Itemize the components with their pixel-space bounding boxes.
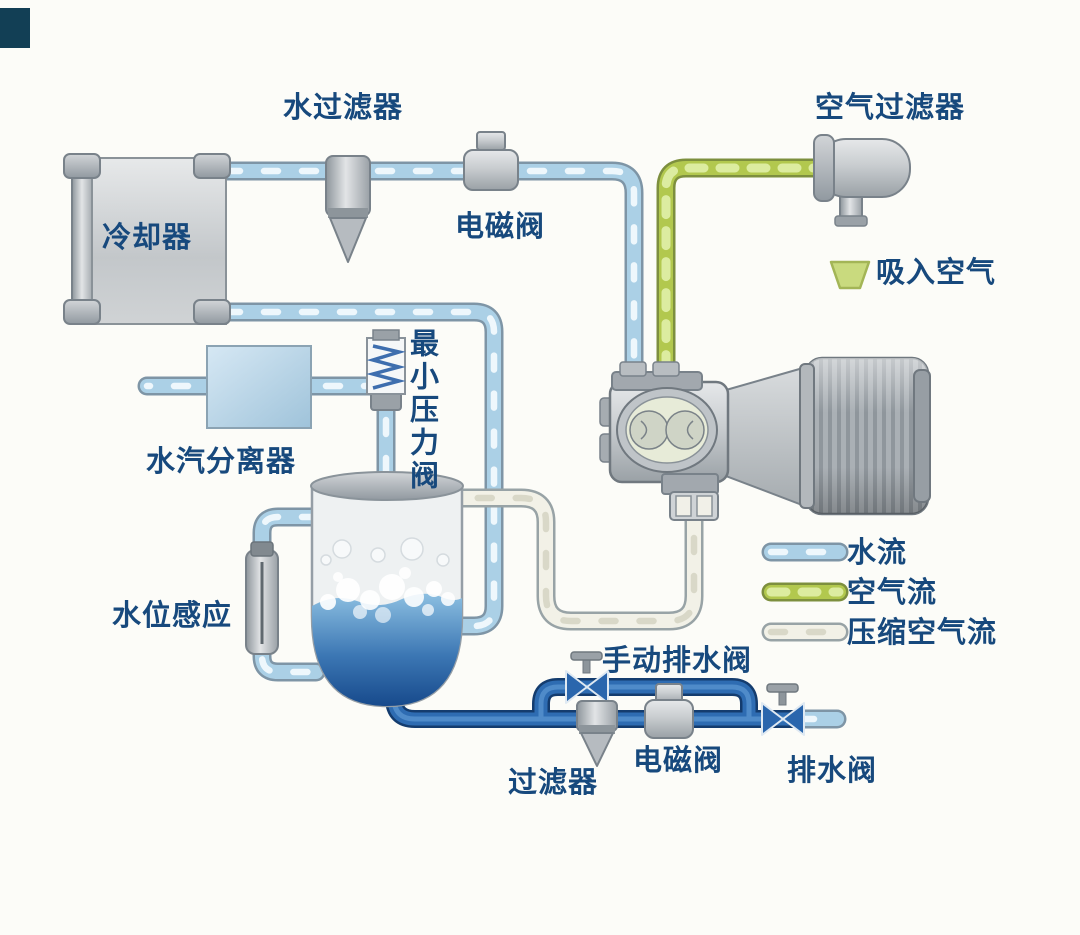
airend (599, 361, 730, 484)
legend-swatches (771, 552, 839, 632)
tank-bubbles (320, 537, 455, 623)
legend-label-compressed-air-flow: 压缩空气流 (847, 617, 998, 649)
compressor-unit (599, 356, 931, 521)
label-manual-drain-valve: 手动排水阀 (602, 645, 753, 677)
label-intake-air: 吸入空气 (876, 257, 997, 289)
label-drain-filter: 过滤器 (508, 767, 599, 799)
air-filter (813, 134, 911, 227)
separator-tank (310, 471, 464, 708)
legend-label-air-flow: 空气流 (847, 577, 938, 609)
label-min-pressure-valve: 最小压力阀 (405, 328, 438, 493)
screw-rotors (629, 410, 705, 450)
water-level-sensor (245, 541, 279, 655)
legend-label-water-flow: 水流 (847, 537, 908, 569)
label-cooler: 冷却器 (102, 222, 193, 254)
cooler (63, 153, 231, 325)
compressor-cone (725, 364, 811, 510)
solenoid-valve-top (463, 131, 519, 191)
drain-valve (761, 683, 805, 736)
solenoid-valve-bottom (644, 683, 694, 739)
min-pressure-valve (366, 329, 406, 411)
manual-drain-valve (565, 651, 609, 704)
corner-logo-mark (0, 8, 30, 48)
drain-filter (576, 700, 618, 767)
label-solenoid-valve-top: 电磁阀 (455, 211, 546, 243)
discharge-fitting (661, 473, 719, 521)
label-water-filter: 水过滤器 (283, 92, 404, 124)
label-drain-valve: 排水阀 (787, 755, 878, 787)
intake-air-icon (829, 260, 871, 290)
motor (799, 356, 931, 516)
water-vapor-separator (206, 345, 312, 429)
water-filter (325, 155, 371, 263)
label-air-filter: 空气过滤器 (815, 92, 966, 124)
label-water-vapor-separator: 水汽分离器 (146, 446, 297, 478)
label-water-level-sensor: 水位感应 (112, 600, 233, 632)
label-solenoid-valve-bottom: 电磁阀 (633, 745, 724, 777)
